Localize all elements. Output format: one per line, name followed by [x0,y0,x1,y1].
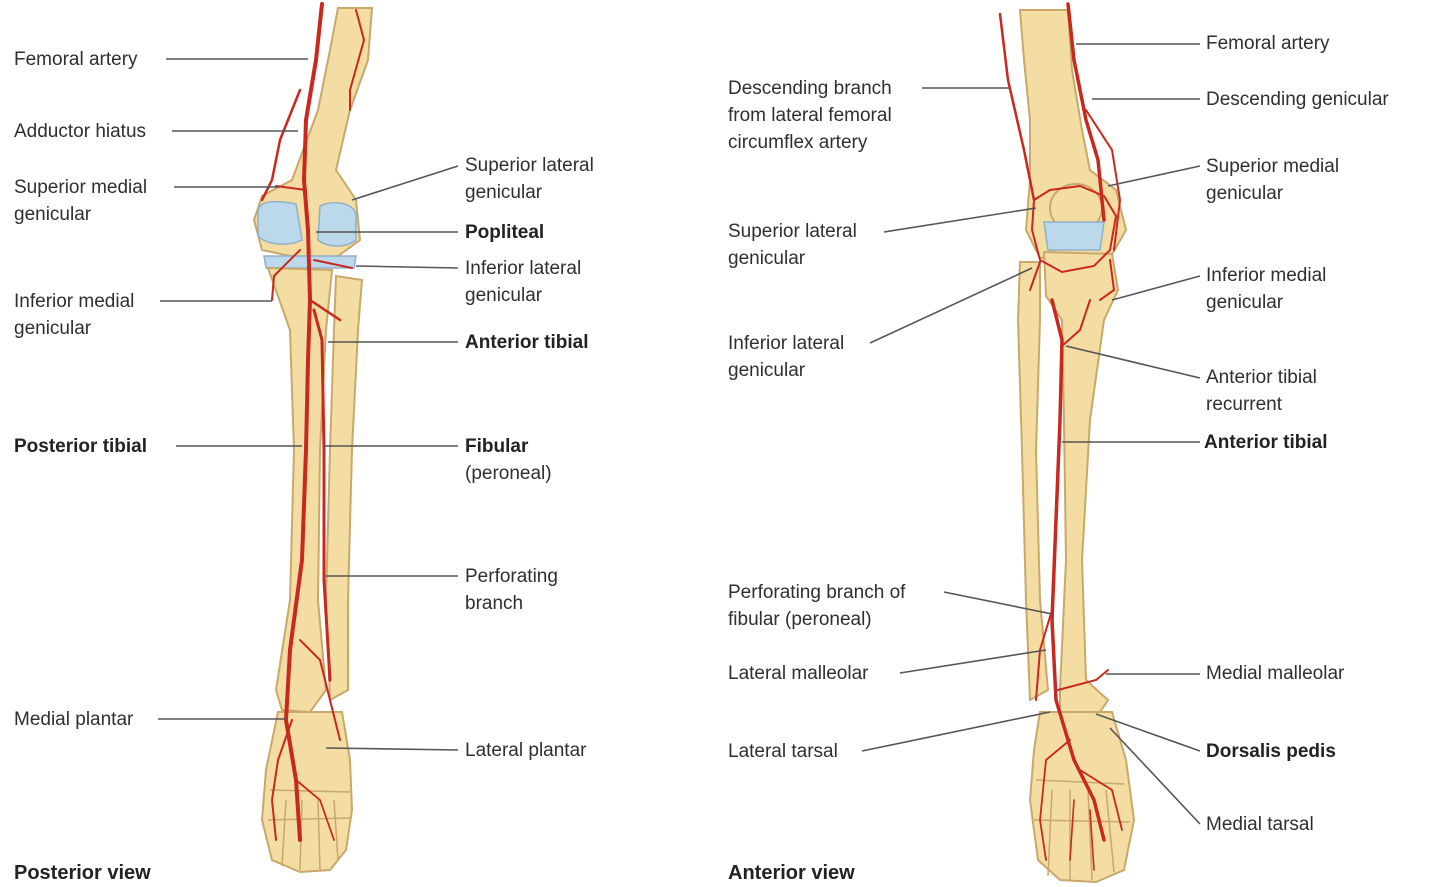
label-superior-lateral-genicular-posterior: Superior lateral genicular [465,152,594,206]
leader-lines [158,43,1201,825]
label-descending-genicular: Descending genicular [1206,89,1389,110]
label-line: genicular [465,182,543,203]
view-title-posterior: Posterior view [14,862,151,884]
label-popliteal: Popliteal [465,222,545,243]
label-line: genicular [728,248,806,269]
label-line: recurrent [1206,394,1283,415]
posterior-knee-cartilage-medial [257,200,303,245]
label-line: Perforating branch of [728,582,906,603]
anterior-knee-cartilage [1043,221,1105,251]
label-fibular: Fibular (peroneal) [465,433,552,487]
label-lateral-plantar: Lateral plantar [465,740,587,761]
anterior-tibia [1042,250,1120,713]
label-lateral-malleolar: Lateral malleolar [728,663,869,684]
label-line: genicular [14,204,92,225]
label-inferior-medial-genicular-posterior: Inferior medial genicular [14,288,134,342]
posterior-fibula [324,274,364,702]
view-title-anterior: Anterior view [728,862,855,884]
label-line: Superior medial [1206,156,1340,177]
label-line: Descending branch [728,78,892,99]
label-medial-malleolar: Medial malleolar [1206,663,1345,684]
label-line: (peroneal) [465,463,552,484]
label-line: Inferior lateral [728,333,845,354]
label-perforating-branch: Perforating branch [465,563,558,617]
label-medial-plantar: Medial plantar [14,709,134,730]
label-femoral-artery-anterior: Femoral artery [1206,33,1330,54]
label-inferior-lateral-genicular-anterior: Inferior lateral genicular [728,330,844,384]
label-superior-medial-genicular-anterior: Superior medial genicular [1206,153,1339,207]
label-anterior-tibial-anterior: Anterior tibial [1204,432,1328,453]
label-adductor-hiatus: Adductor hiatus [14,121,147,142]
label-dorsalis-pedis: Dorsalis pedis [1206,741,1336,762]
posterior-tibia [266,266,334,714]
label-line: Superior medial [14,177,148,198]
label-line: Superior lateral [465,155,594,176]
label-descending-branch: Descending branch from lateral femoral c… [728,75,892,156]
posterior-leg [252,2,374,874]
label-posterior-tibial: Posterior tibial [14,436,148,457]
label-line: Perforating [465,566,558,587]
label-line: genicular [728,360,806,381]
label-anterior-tibial-recurrent: Anterior tibial recurrent [1206,364,1317,418]
label-line: circumflex artery [728,132,868,153]
posterior-knee-cartilage-lateral [317,201,357,247]
label-line: genicular [1206,292,1284,313]
label-line: Anterior tibial [1206,367,1317,388]
label-line: genicular [1206,183,1284,204]
label-line: Inferior medial [14,291,135,312]
anterior-arteries [998,2,1123,871]
posterior-arteries [260,2,366,842]
label-line: Inferior lateral [465,258,582,279]
anterior-foot [1028,711,1136,884]
anterior-leg [998,2,1136,884]
label-line: fibular (peroneal) [728,609,872,630]
label-superior-lateral-genicular-anterior: Superior lateral genicular [728,218,857,272]
label-inferior-lateral-genicular-posterior: Inferior lateral genicular [465,255,581,309]
label-line: Inferior medial [1206,265,1327,286]
label-line: genicular [14,318,92,339]
label-lateral-tarsal: Lateral tarsal [728,741,838,762]
label-perforating-branch-fibular: Perforating branch of fibular (peroneal) [728,579,905,633]
label-femoral-artery-posterior: Femoral artery [14,49,138,70]
label-superior-medial-genicular-posterior: Superior medial genicular [14,174,147,228]
label-line: Superior lateral [728,221,857,242]
label-line: genicular [465,285,543,306]
anterior-fibula [1016,261,1050,702]
label-line: Fibular [465,436,529,457]
label-medial-tarsal: Medial tarsal [1206,814,1314,835]
label-line: from lateral femoral [728,105,892,126]
label-line: branch [465,593,524,614]
label-inferior-medial-genicular-anterior: Inferior medial genicular [1206,262,1326,316]
label-anterior-tibial-posterior: Anterior tibial [465,332,589,353]
